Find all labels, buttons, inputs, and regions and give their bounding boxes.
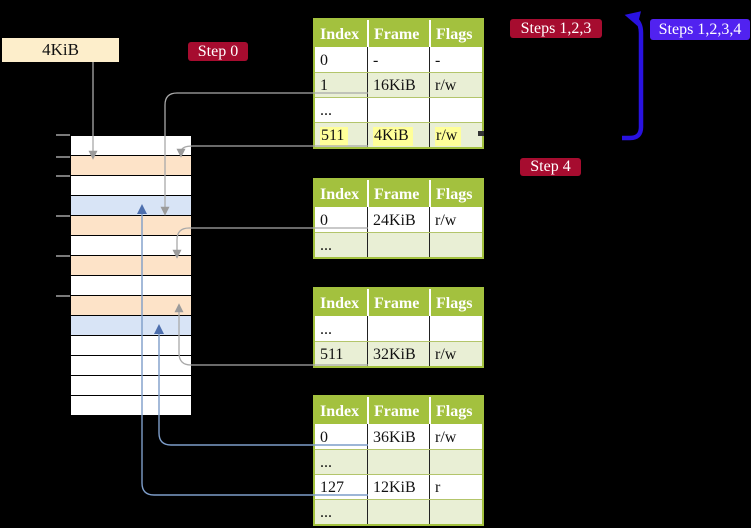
- column-header: Frame: [367, 20, 429, 47]
- table-cell: [429, 98, 482, 122]
- table-cell: r/w: [429, 207, 482, 232]
- memory-row-5: [71, 236, 191, 256]
- table-cell: 0: [320, 51, 328, 69]
- column-header: Frame: [367, 397, 429, 424]
- memory-tick: [56, 134, 70, 136]
- column-header: Index: [320, 185, 360, 203]
- table-cell: r/w: [429, 342, 482, 366]
- memory-row-12: [71, 376, 191, 396]
- steps1234-badge: Steps 1,2,3,4: [650, 19, 750, 40]
- table-cell: ...: [320, 237, 332, 254]
- steps123-badge: Steps 1,2,3: [510, 19, 602, 38]
- table-cell: 0: [320, 428, 328, 446]
- memory-row-3: [71, 196, 191, 216]
- memory-row-10: [71, 336, 191, 356]
- column-header: Index: [320, 294, 360, 312]
- table-cell: [429, 316, 482, 341]
- table-cell: [367, 500, 429, 524]
- column-header: Flags: [429, 289, 482, 316]
- memory-tick: [56, 295, 70, 297]
- table-cell: [429, 233, 482, 257]
- column-header: Flags: [429, 20, 482, 47]
- table-cell: 1: [320, 77, 328, 94]
- memory-row-11: [71, 356, 191, 376]
- memory-tick: [56, 215, 70, 217]
- table-cell: ...: [320, 454, 332, 471]
- table-row: ...: [315, 97, 482, 122]
- table-cell: 4KiB: [367, 123, 429, 147]
- memory-tick: [56, 156, 70, 158]
- table-cell: r: [429, 475, 482, 499]
- memory-row-7: [71, 276, 191, 296]
- table-cell: 511: [320, 346, 344, 363]
- table-cell: -: [429, 47, 482, 72]
- table-cell: r/w: [429, 424, 482, 449]
- table-cell: 511: [315, 123, 367, 147]
- table-row: 511 4KiB r/w: [315, 122, 482, 147]
- column-header: Flags: [429, 397, 482, 424]
- table-row: ...: [315, 449, 482, 474]
- memory-row-8: [71, 296, 191, 316]
- table-cell: ...: [320, 504, 332, 521]
- table-cell: [429, 450, 482, 474]
- memory-tick: [56, 255, 70, 257]
- column-header: Frame: [367, 180, 429, 207]
- table-cell: [429, 500, 482, 524]
- table-cell: [367, 98, 429, 122]
- column-header: Frame: [367, 289, 429, 316]
- memory-row-6: [71, 256, 191, 276]
- table-cell: 12KiB: [367, 475, 429, 499]
- memory-row-0: [71, 136, 191, 156]
- table-cell: 36KiB: [367, 424, 429, 449]
- highlighted-value: 4KiB: [373, 126, 413, 146]
- table-cell: 16KiB: [367, 73, 429, 97]
- step0-badge: Step 0: [188, 42, 248, 61]
- column-header: Index: [320, 25, 360, 43]
- column-header: Index: [320, 402, 360, 420]
- highlighted-value: 511: [320, 126, 349, 146]
- table-cell: ...: [320, 102, 332, 119]
- highlighted-value: r/w: [435, 126, 462, 146]
- memory-tick: [56, 175, 70, 177]
- page-size-label: 4KiB: [2, 38, 119, 62]
- table-cell: r/w: [429, 123, 482, 147]
- memory-row-4: [71, 216, 191, 236]
- table-cell: 32KiB: [367, 342, 429, 366]
- memory-row-2: [71, 176, 191, 196]
- table-row: ...: [315, 232, 482, 257]
- table-cell: 0: [320, 211, 328, 229]
- table-cell: [367, 233, 429, 257]
- table-cell: ...: [320, 320, 332, 338]
- table-cell: -: [367, 47, 429, 72]
- table-cell: 127: [320, 479, 344, 496]
- table-cell: [367, 450, 429, 474]
- memory-column: [70, 135, 192, 416]
- steps-flow-arrow: [622, 11, 644, 141]
- step4-badge: Step 4: [520, 158, 581, 176]
- table-cell: r/w: [429, 73, 482, 97]
- column-header: Flags: [429, 180, 482, 207]
- table-row: ...: [315, 499, 482, 524]
- memory-row-1: [71, 156, 191, 176]
- table-row: 0 --: [315, 47, 482, 72]
- table-row: ...: [315, 316, 482, 341]
- table-cell: 24KiB: [367, 207, 429, 232]
- table-cell: [367, 316, 429, 341]
- memory-row-9: [71, 316, 191, 336]
- memory-row-13: [71, 396, 191, 415]
